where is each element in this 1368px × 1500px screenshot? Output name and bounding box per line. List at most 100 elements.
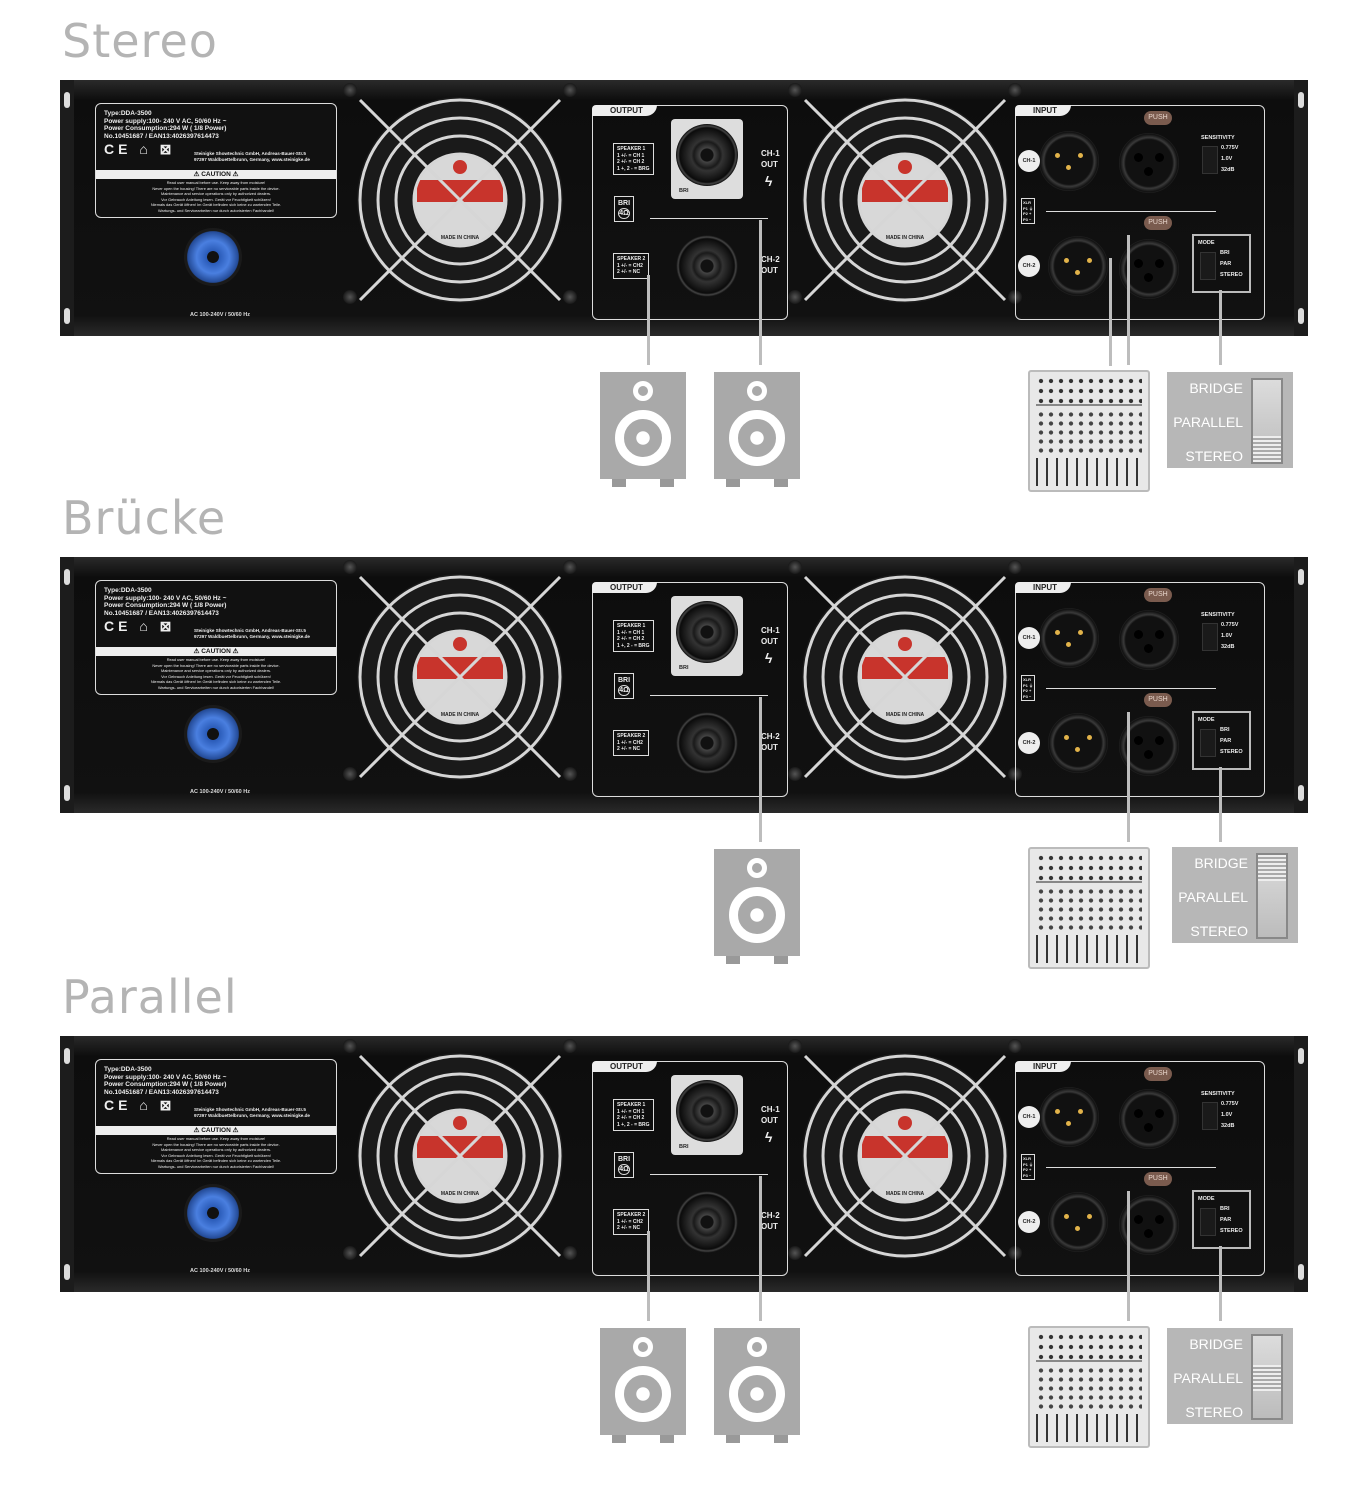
warning-line: Maintenance and service operations only …: [160, 668, 272, 673]
mode-slider-track: [1256, 853, 1288, 939]
power-inlet[interactable]: [184, 705, 242, 763]
xlr-female-ch1[interactable]: [1119, 1089, 1179, 1149]
sensitivity-switch[interactable]: [1202, 1102, 1218, 1130]
screw-icon: [343, 767, 357, 781]
mode-switch[interactable]: [1200, 252, 1216, 280]
push-latch[interactable]: PUSH: [1144, 1172, 1172, 1186]
push-latch[interactable]: PUSH: [1144, 693, 1172, 707]
fan-grill-icon: [357, 1053, 563, 1259]
xlr-male-ch1[interactable]: [1039, 608, 1099, 668]
ch1-out-label: CH-1 OUT: [761, 1105, 780, 1125]
power-inlet[interactable]: [184, 1184, 242, 1242]
push-latch[interactable]: PUSH: [1144, 1067, 1172, 1081]
speakon-ch1-output[interactable]: [676, 124, 738, 186]
xlr-female-ch1[interactable]: [1119, 610, 1179, 670]
mode-title: MODE: [1198, 240, 1215, 246]
cooling-fan: MADE IN CHINA: [788, 560, 1022, 792]
xlr-male-ch2[interactable]: [1048, 713, 1108, 773]
mode-bridge-label: BRIDGE: [1189, 380, 1243, 396]
xlr-legend-line: P1 ⏚: [1023, 1161, 1034, 1167]
cooling-fan: MADE IN CHINA: [343, 83, 577, 315]
mode-switch[interactable]: [1200, 1208, 1216, 1236]
mixer-console-icon: [1028, 847, 1150, 969]
speakon-ch2-output[interactable]: [676, 1191, 738, 1253]
push-latch[interactable]: PUSH: [1144, 216, 1172, 230]
fan-label: MADE IN CHINA: [440, 235, 480, 241]
label-line: Power Consumption:294 W ( 1/8 Power): [104, 125, 227, 133]
mode-option: BRI: [1220, 727, 1230, 733]
sensitivity-option: 0.775V: [1221, 1101, 1239, 1107]
xlr-male-ch1[interactable]: [1039, 131, 1099, 191]
speakon-ch1-output[interactable]: [676, 601, 738, 663]
sensitivity-switch[interactable]: [1202, 146, 1218, 174]
xlr-male-ch1[interactable]: [1039, 1087, 1099, 1147]
speaker1-line: 2 +/- = CH 2: [617, 159, 645, 165]
screw-icon: [343, 290, 357, 304]
fan-label: MADE IN CHINA: [885, 1191, 925, 1197]
screw-icon: [788, 767, 802, 781]
label-line: Power Consumption:294 W ( 1/8 Power): [104, 602, 227, 610]
screw-icon: [788, 83, 802, 97]
mode-switch[interactable]: [1200, 729, 1216, 757]
push-latch[interactable]: PUSH: [1144, 111, 1172, 125]
section-title: Parallel: [62, 970, 238, 1024]
xlr-male-ch2[interactable]: [1048, 236, 1108, 296]
xlr-legend-line: P3 −: [1023, 1172, 1032, 1178]
warning-line: Wartungs- und Servicearbeiten nur durch …: [158, 1163, 274, 1169]
speaker1-line: SPEAKER 1: [617, 1102, 646, 1108]
sensitivity-switch[interactable]: [1202, 623, 1218, 651]
label-line: No.10451687 / EAN13:4026397614473: [104, 1088, 219, 1096]
screw-icon: [343, 1039, 357, 1053]
xlr-legend-line: P1 ⏚: [1023, 682, 1034, 688]
mode-option: STEREO: [1220, 1228, 1243, 1234]
mixer-console-icon: [1028, 1326, 1150, 1448]
certification-icons: CE ⌂ ⊠: [104, 1097, 176, 1113]
xlr-legend-line: P2 +: [1023, 1167, 1032, 1172]
company-line: 97297 Waldbuettelbrunn, Germany, www.ste…: [194, 1113, 310, 1118]
speakon-ch2-output[interactable]: [676, 712, 738, 774]
warning-line: Vor Gebrauch Anleitung lesen. Gerät vor …: [161, 1152, 271, 1158]
xlr-female-ch1[interactable]: [1119, 133, 1179, 193]
sensitivity-option: 32dB: [1221, 644, 1235, 650]
mode-slider-track: [1251, 378, 1283, 464]
ac-label: AC 100-240V / 50/60 Hz: [190, 1268, 250, 1274]
ch1-badge: CH-1: [1018, 1106, 1040, 1128]
mode-bridge-label: BRIDGE: [1194, 855, 1248, 871]
screw-icon: [788, 290, 802, 304]
warning-line: Never open the housing! There are no ser…: [152, 185, 280, 191]
input-title: INPUT: [1015, 1061, 1071, 1072]
bri-connector-label: BRI: [679, 1144, 689, 1150]
ch1-out-label: CH-1 OUT: [761, 149, 780, 169]
certification-icons: CE ⌂ ⊠: [104, 141, 176, 157]
ch2-badge: CH-2: [1018, 732, 1040, 754]
mode-option: PAR: [1220, 738, 1232, 744]
ch1-badge: CH-1: [1018, 150, 1040, 172]
fan-label: MADE IN CHINA: [885, 712, 925, 718]
speaker1-line: SPEAKER 1: [617, 623, 646, 629]
output-title: OUTPUT: [592, 582, 657, 593]
fan-label: MADE IN CHINA: [440, 1191, 480, 1197]
section-title: Brücke: [62, 491, 227, 545]
screw-icon: [1008, 560, 1022, 574]
speaker2-line: 1 +/- = CH2: [617, 262, 643, 269]
cooling-fan: MADE IN CHINA: [788, 83, 1022, 315]
caution-bar: ⚠ CAUTION ⚠: [96, 170, 336, 179]
xlr-legend-line: P2 +: [1023, 211, 1032, 216]
power-inlet[interactable]: [184, 228, 242, 286]
speakon-ch2-output[interactable]: [676, 235, 738, 297]
lightning-icon: ϟ: [765, 650, 773, 666]
mode-selector-diagram: BRIDGE PARALLEL STEREO: [1167, 372, 1293, 468]
cooling-fan: MADE IN CHINA: [343, 560, 577, 792]
speaker2-line: 2 +/- = NC: [617, 269, 641, 275]
mode-option: STEREO: [1220, 272, 1243, 278]
push-latch[interactable]: PUSH: [1144, 588, 1172, 602]
screw-icon: [1008, 83, 1022, 97]
warning-line: Read user manual before use. Keep away f…: [166, 657, 266, 662]
xlr-male-ch2[interactable]: [1048, 1192, 1108, 1252]
speakon-ch1-output[interactable]: [676, 1080, 738, 1142]
